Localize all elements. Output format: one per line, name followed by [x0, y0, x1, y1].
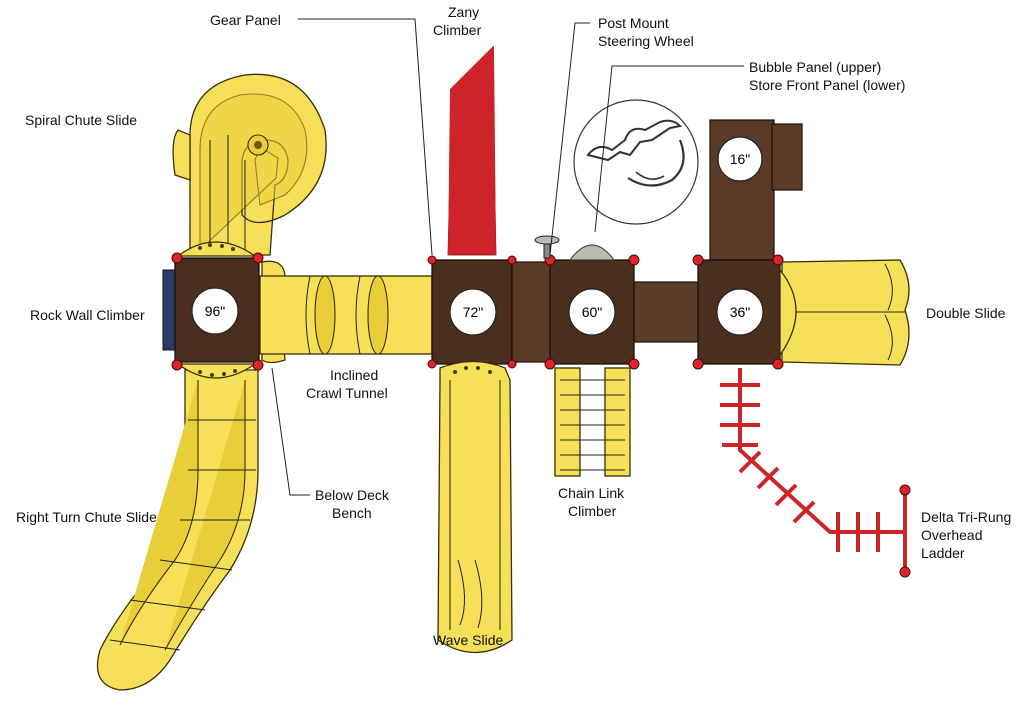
delta-tri-rung-overhead-ladder [720, 368, 911, 578]
label-bubble-panel: Bubble Panel (upper) [749, 59, 881, 75]
label-rock-wall-climber: Rock Wall Climber [30, 307, 145, 323]
label-below-deck-bench-1: Below Deck [315, 487, 390, 503]
label-post-mount-2: Steering Wheel [598, 33, 694, 49]
label-double-slide: Double Slide [926, 305, 1006, 321]
labels: Gear Panel Zany Climber Post Mount Steer… [16, 4, 1011, 648]
leader-lines [271, 18, 744, 496]
deck-height-36: 36" [730, 304, 751, 320]
deck-bridge [633, 281, 701, 343]
gear-panel-detail [573, 99, 699, 225]
bubble-panel [569, 244, 615, 261]
double-slide [779, 259, 910, 366]
label-zany-climber-2: Climber [433, 22, 482, 38]
deck-height-72: 72" [463, 304, 484, 320]
label-gear-panel: Gear Panel [210, 12, 281, 28]
right-turn-chute-slide [96, 369, 259, 691]
label-chain-link-climber-2: Climber [568, 503, 617, 519]
zany-climber [447, 45, 497, 256]
post-mount-steering-wheel [534, 235, 560, 259]
label-delta-ladder-3: Ladder [921, 545, 965, 561]
wave-slide [437, 360, 513, 654]
label-zany-climber-1: Zany [448, 4, 479, 20]
label-wave-slide: Wave Slide [433, 632, 504, 648]
deck-72-group: 72" [427, 255, 551, 369]
deck-96-group: 96" [162, 241, 286, 379]
deck-height-96: 96" [205, 303, 226, 319]
deck-link-72-60 [511, 261, 551, 363]
label-inclined-crawl-tunnel-2: Crawl Tunnel [306, 385, 388, 401]
spiral-chute-slide [172, 73, 327, 256]
label-chain-link-climber-1: Chain Link [558, 485, 625, 501]
label-right-turn-chute-slide: Right Turn Chute Slide [16, 509, 157, 525]
label-spiral-chute-slide: Spiral Chute Slide [25, 112, 137, 128]
chain-link-climber [554, 367, 631, 477]
label-below-deck-bench-2: Bench [332, 505, 372, 521]
inclined-crawl-tunnel [259, 275, 433, 355]
label-inclined-crawl-tunnel-1: Inclined [330, 367, 378, 383]
label-delta-ladder-1: Delta Tri-Rung [921, 509, 1011, 525]
label-store-front-panel: Store Front Panel (lower) [749, 77, 905, 93]
label-post-mount-1: Post Mount [598, 15, 669, 31]
deck-36-group: 16" 36" [692, 119, 803, 370]
deck-height-60: 60" [582, 304, 603, 320]
label-delta-ladder-2: Overhead [921, 527, 982, 543]
deck-60-group: 60" [534, 235, 640, 370]
deck-height-16: 16" [730, 151, 751, 167]
